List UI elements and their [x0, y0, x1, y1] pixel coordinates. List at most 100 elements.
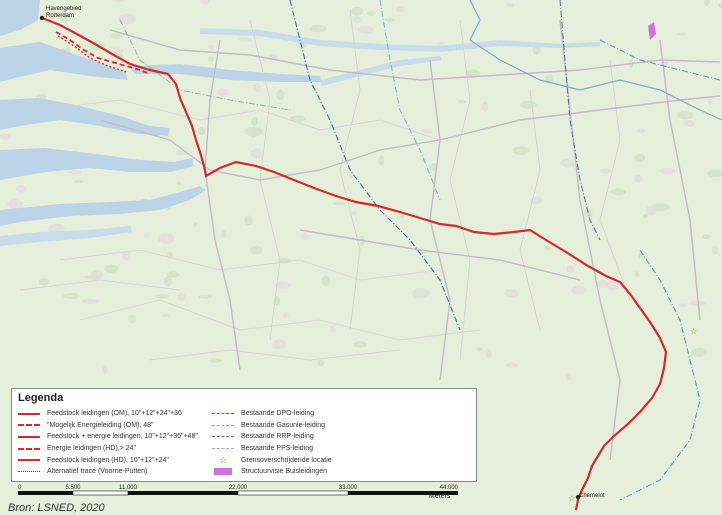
- land-patch: [637, 128, 646, 134]
- land-patch: [677, 111, 694, 120]
- chemelot-marker: [575, 494, 581, 500]
- line-swatch: [212, 433, 234, 440]
- legend-right-item: Bestaande RRP-leiding: [212, 431, 332, 443]
- land-patch: [353, 341, 367, 348]
- rotterdam-label-line2: Rotterdam: [46, 13, 75, 19]
- land-patch: [691, 347, 708, 357]
- land-patch: [198, 295, 212, 299]
- land-patch: [309, 25, 327, 33]
- land-patch: [177, 292, 186, 301]
- land-patch: [702, 234, 711, 240]
- land-patch: [221, 229, 227, 238]
- hollands-diep: [130, 64, 322, 82]
- land-patch: [676, 32, 686, 36]
- water-bodies: [0, 0, 600, 246]
- land-patch: [244, 215, 253, 226]
- oosterschelde: [0, 148, 194, 180]
- line-swatch: [212, 422, 234, 429]
- land-patch: [207, 56, 214, 62]
- existing-pipelines: [119, 0, 721, 501]
- maas-line: [619, 249, 701, 501]
- land-patch: [643, 213, 649, 219]
- land-patch: [704, 0, 710, 6]
- land-patch: [197, 126, 206, 136]
- land-patch: [272, 339, 286, 350]
- land-patch: [164, 276, 173, 287]
- legend-left-item: "Mogelijk Energieleiding (OM), 48": [18, 420, 198, 432]
- border-star-south: ☆: [568, 494, 575, 503]
- line-swatch: [18, 410, 40, 417]
- land-patch: [208, 44, 215, 50]
- land-patch: [276, 89, 285, 101]
- land-patch: [504, 289, 519, 298]
- land-patch: [60, 13, 70, 23]
- land-patch: [321, 275, 331, 286]
- line-swatch: [18, 457, 40, 464]
- land-patch: [584, 208, 593, 219]
- land-patch: [565, 373, 572, 381]
- land-patch: [544, 245, 551, 251]
- land-patch: [519, 100, 537, 109]
- legend-right-item: ☆Grensoverschrijdende locatie: [212, 454, 332, 466]
- land-patch: [357, 26, 374, 34]
- haringvliet: [0, 42, 128, 82]
- land-patch: [351, 210, 357, 216]
- land-patch: [566, 265, 575, 273]
- legend-right-item: Bestaande Gasunie-leiding: [212, 420, 332, 432]
- land-patch: [645, 206, 657, 216]
- legend-left-column: Feedstock leidingen (OM), 10"+12"+24"+36…: [18, 408, 198, 478]
- land-patch: [329, 325, 336, 333]
- land-patch: [155, 294, 170, 299]
- land-patch: [651, 203, 670, 212]
- border-star-east: ☆: [690, 327, 697, 336]
- land-patch: [128, 314, 137, 324]
- land-patch: [63, 292, 80, 300]
- land-patch: [485, 348, 493, 358]
- land-patch: [250, 245, 263, 255]
- scale-tick-label: 11.000: [119, 485, 138, 491]
- land-patch: [290, 115, 306, 122]
- land-patch: [301, 233, 309, 240]
- land-patch: [352, 16, 361, 24]
- pipeline-routes: [41, 16, 668, 511]
- north-sea: [0, 0, 40, 36]
- line-swatch: [18, 433, 40, 440]
- area-swatch: [212, 468, 234, 476]
- land-patch: [193, 222, 198, 228]
- legend-right-label: Grensoverschrijdende locatie: [241, 456, 332, 464]
- legend-right-item: Structuurvisie Buisleidingen: [212, 466, 332, 478]
- land-patch: [209, 358, 222, 363]
- scale-tick-label: 0: [18, 485, 22, 491]
- land-patch: [317, 360, 325, 367]
- land-patch: [175, 150, 187, 156]
- land-patch: [600, 168, 611, 174]
- legend-left-item: Alternatief tracé (Voorne-Putten): [18, 466, 198, 478]
- land-patch: [104, 264, 119, 273]
- land-patch: [659, 167, 676, 175]
- land-patch: [112, 0, 126, 3]
- grevelingen: [0, 98, 170, 136]
- legend-right-label: Bestaande Gasunie-leiding: [241, 421, 326, 429]
- pps-leiding: [119, 19, 291, 111]
- legend-right-label: Bestaande PPS-leiding: [241, 445, 313, 453]
- legend-right-item: Bestaande PPS-leiding: [212, 443, 332, 455]
- land-patch: [634, 153, 646, 163]
- land-patch: [688, 301, 706, 306]
- land-patch: [378, 155, 385, 166]
- land-patch: [252, 82, 261, 93]
- land-patch: [396, 6, 405, 13]
- land-patch: [457, 100, 466, 104]
- line-swatch: [18, 422, 40, 429]
- legend-left-item: Energie leidingen (HD),> 24": [18, 443, 198, 455]
- land-patch: [512, 146, 529, 156]
- feedstock-route-main: [41, 16, 668, 511]
- land-patch: [217, 88, 229, 96]
- rivers-east: [599, 39, 721, 81]
- land-patch: [366, 11, 377, 16]
- structuurvisie-patch: [648, 22, 656, 40]
- land-patch: [118, 13, 136, 25]
- chemelot-label: Chemelot: [579, 493, 605, 499]
- land-use-patches: [0, 0, 722, 381]
- land-patch: [238, 37, 253, 42]
